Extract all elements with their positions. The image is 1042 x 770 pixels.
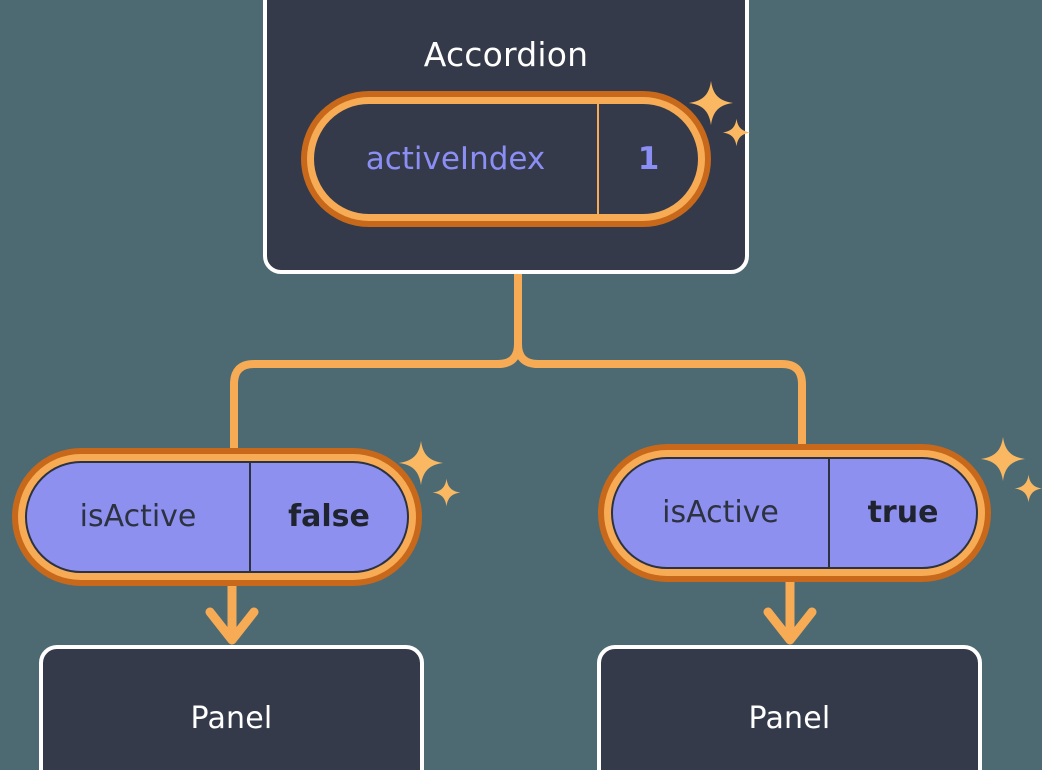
sparkle-large-icon: [398, 440, 444, 486]
state-pill-active-index[interactable]: activeIndex 1: [307, 97, 705, 221]
state-value-label: true: [828, 459, 976, 567]
panel-title: Panel: [748, 701, 831, 736]
state-pill-inner: isActive true: [611, 457, 978, 569]
state-pill-inner: activeIndex 1: [314, 104, 698, 214]
state-value-label: 1: [597, 104, 698, 214]
state-value-label: false: [249, 463, 407, 571]
panel-component-box-right[interactable]: Panel: [597, 645, 982, 770]
sparkle-small-icon: [432, 478, 461, 507]
state-key-label: activeIndex: [365, 140, 546, 177]
panel-title: Panel: [190, 701, 273, 736]
state-key-label: isActive: [79, 499, 197, 534]
accordion-title: Accordion: [423, 35, 589, 74]
state-pill-is-active-right[interactable]: isActive true: [604, 450, 985, 576]
state-key-label: isActive: [662, 495, 779, 530]
sparkle-large-icon: [980, 436, 1026, 482]
arrow-down-icon-right: [763, 576, 817, 645]
sparkle-small-icon: [1014, 474, 1042, 503]
panel-component-box-left[interactable]: Panel: [39, 645, 424, 770]
arrow-down-icon-left: [205, 578, 259, 645]
state-pill-is-active-left[interactable]: isActive false: [18, 454, 416, 580]
sparkles-icon-right: [980, 436, 1042, 506]
state-pill-inner: isActive false: [25, 461, 409, 573]
tree-branch-connector: [230, 270, 806, 456]
